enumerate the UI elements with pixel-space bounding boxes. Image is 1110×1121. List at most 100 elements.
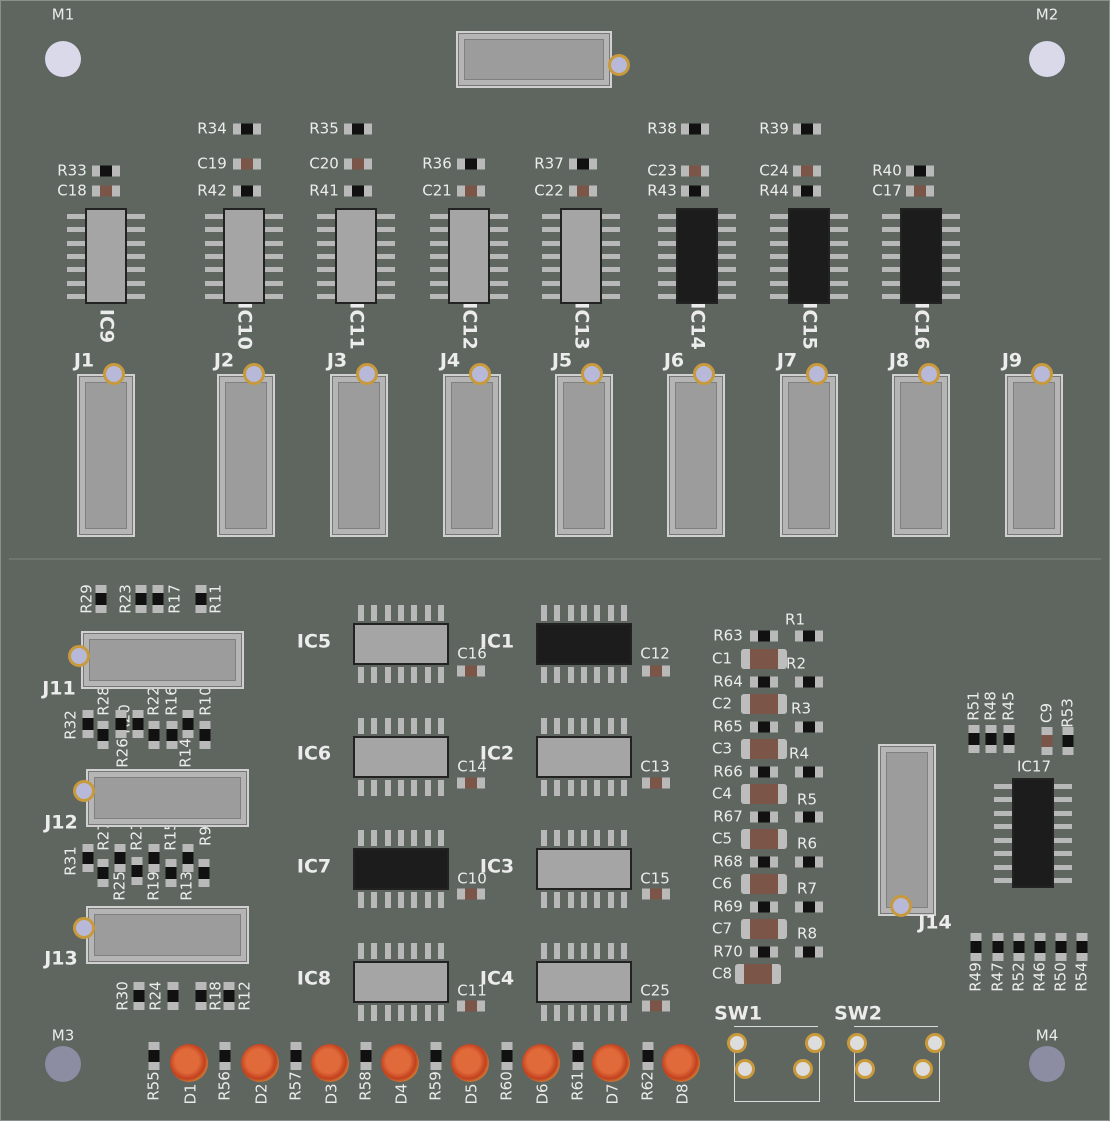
ref-label: R63 — [713, 626, 743, 645]
ref-label: R12 — [235, 981, 254, 1011]
resistor-r38 — [681, 123, 709, 135]
resistor-r52 — [1013, 933, 1025, 961]
switch-pad — [855, 1059, 875, 1079]
ref-label: R28 — [94, 686, 113, 716]
capacitor-c5 — [741, 829, 787, 849]
resistor-r14 — [182, 710, 194, 738]
ref-label: R35 — [309, 119, 339, 138]
ref-label: J4 — [439, 349, 461, 372]
capacitor-c21 — [457, 185, 485, 197]
connector-pin1-marker — [918, 363, 940, 385]
ref-label: R25 — [110, 871, 129, 901]
ref-label: M3 — [51, 1026, 75, 1045]
connector-j1 — [77, 374, 135, 537]
mounting-hole — [45, 41, 81, 77]
ref-label: R70 — [713, 942, 743, 961]
switch-pad — [735, 1059, 755, 1079]
switch-pad — [793, 1059, 813, 1079]
switch-pad — [847, 1033, 867, 1053]
ic-ic3 — [536, 830, 632, 908]
ref-label: IC15 — [798, 302, 821, 350]
ref-label: R14 — [176, 738, 195, 768]
ic-ic12 — [430, 208, 508, 304]
ref-label: R24 — [146, 981, 165, 1011]
ref-label: D5 — [462, 1083, 481, 1105]
resistor-r18 — [195, 982, 207, 1010]
ref-label: D7 — [603, 1083, 622, 1105]
connector-pin1-marker — [890, 895, 912, 917]
ref-label: IC4 — [479, 967, 515, 990]
ref-label: R53 — [1058, 698, 1077, 728]
ref-label: R19 — [144, 871, 163, 901]
ref-label: IC7 — [296, 855, 332, 878]
resistor-r41 — [344, 185, 372, 197]
ref-label: C23 — [647, 161, 677, 180]
ref-label: IC5 — [296, 630, 332, 653]
ref-label: SW2 — [834, 1002, 882, 1025]
ref-label: R62 — [638, 1071, 657, 1101]
resistor-r67 — [750, 811, 778, 823]
resistor-r10 — [199, 721, 211, 749]
ref-label: R4 — [789, 744, 809, 763]
capacitor-c23 — [681, 165, 709, 177]
switch-sw2 — [854, 1026, 938, 1028]
led-d3 — [311, 1044, 349, 1082]
resistor-r49 — [970, 933, 982, 961]
ref-label: R30 — [113, 981, 132, 1011]
resistor-r6 — [795, 856, 823, 868]
resistor-r36 — [457, 158, 485, 170]
ref-label: R47 — [988, 962, 1007, 992]
ref-label: R42 — [197, 181, 227, 200]
connector-j6 — [667, 374, 725, 537]
ref-label: R65 — [713, 717, 743, 736]
mounting-hole — [1029, 41, 1065, 77]
switch-pad — [805, 1033, 825, 1053]
ref-label: R64 — [713, 672, 743, 691]
resistor-r22 — [148, 721, 160, 749]
connector-j11 — [81, 631, 244, 689]
ref-label: C4 — [711, 784, 733, 803]
mounting-hole — [1029, 1046, 1065, 1082]
ref-label: C3 — [711, 739, 733, 758]
resistor-r68 — [750, 856, 778, 868]
resistor-r54 — [1076, 933, 1088, 961]
ref-label: R18 — [206, 981, 225, 1011]
ref-label: R10 — [196, 686, 215, 716]
resistor-r66 — [750, 766, 778, 778]
resistor-r16 — [166, 721, 178, 749]
top-header-connector — [456, 31, 612, 88]
ref-label: D8 — [673, 1083, 692, 1105]
ref-label: R36 — [422, 154, 452, 173]
ref-label: R45 — [999, 691, 1018, 721]
resistor-r23 — [135, 585, 147, 613]
capacitor-c8 — [735, 964, 781, 984]
ref-label: C14 — [457, 757, 487, 776]
ref-label: R43 — [647, 181, 677, 200]
ref-label: IC16 — [910, 302, 933, 350]
switch-outline — [734, 1051, 820, 1102]
resistor-r19 — [148, 844, 160, 872]
capacitor-c22 — [569, 185, 597, 197]
ref-label: C16 — [457, 644, 487, 663]
connector-pin1-marker — [806, 363, 828, 385]
connector-pin1-marker — [73, 780, 95, 802]
led-d8 — [662, 1044, 700, 1082]
capacitor-c1 — [741, 649, 787, 669]
ic-ic15 — [770, 208, 848, 304]
ref-label: R69 — [713, 897, 743, 916]
ref-label: C5 — [711, 829, 733, 848]
resistor-r11 — [195, 585, 207, 613]
ref-label: J3 — [326, 349, 348, 372]
ref-label: R68 — [713, 852, 743, 871]
ref-label: IC9 — [95, 308, 118, 344]
ref-label: R34 — [197, 119, 227, 138]
connector-j9 — [1005, 374, 1063, 537]
ref-label: R54 — [1072, 962, 1091, 992]
connector-j7 — [780, 374, 838, 537]
led-d6 — [522, 1044, 560, 1082]
resistor-r62 — [642, 1042, 654, 1070]
resistor-r46 — [1034, 933, 1046, 961]
switch-outline — [854, 1051, 940, 1102]
connector-pin1-marker — [356, 363, 378, 385]
